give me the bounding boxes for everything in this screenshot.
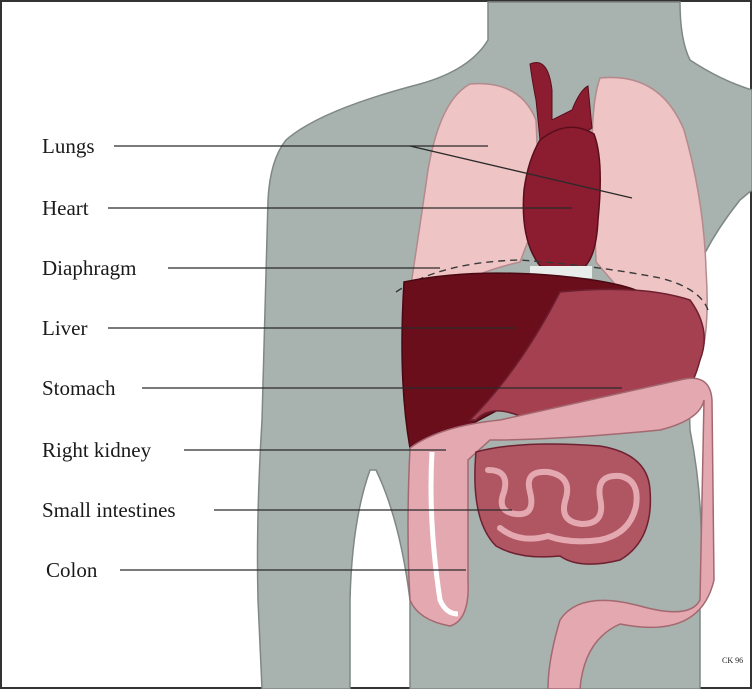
label-liver: Liver [42,318,87,339]
label-colon: Colon [46,560,97,581]
label-small-intestines: Small intestines [42,500,176,521]
label-right-kidney: Right kidney [42,440,151,461]
label-diaphragm: Diaphragm [42,258,136,279]
label-heart: Heart [42,198,89,219]
label-stomach: Stomach [42,378,116,399]
heart-shape [523,127,600,270]
artist-signature: CK 96 [722,657,743,664]
label-lungs: Lungs [42,136,95,157]
